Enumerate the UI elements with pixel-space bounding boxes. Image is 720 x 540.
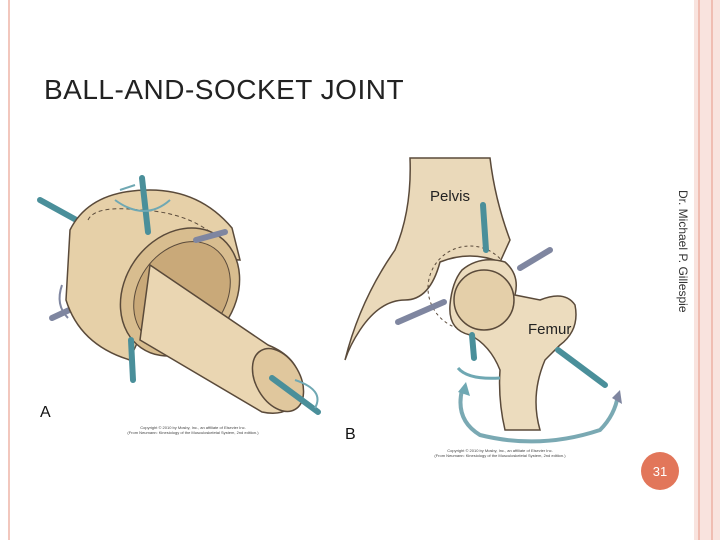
mechanical-model bbox=[37, 175, 321, 415]
rotation-arrow-top-head bbox=[119, 184, 136, 191]
axis-rod-gray-right bbox=[193, 229, 228, 243]
slide-number-badge: 31 bbox=[641, 452, 679, 490]
axis-rod-vertical-bottom bbox=[128, 337, 136, 383]
abduction-arrow bbox=[458, 389, 620, 444]
axis-rod-left bbox=[37, 197, 83, 225]
axis-rod-gray-hip-left bbox=[395, 299, 447, 325]
label-femur: Femur bbox=[528, 321, 572, 338]
socket-seam bbox=[87, 208, 221, 241]
abduction-arrow-head bbox=[612, 390, 622, 404]
slide-frame-right-line bbox=[698, 0, 700, 540]
axis-rod-shaft bbox=[269, 375, 321, 415]
author-credit: Dr. Michael P. Gillespie bbox=[676, 190, 690, 313]
copyright-a-line-2: (From Neumann: Kinesiology of the Muscul… bbox=[127, 430, 259, 435]
axis-rod-femur bbox=[555, 347, 608, 388]
panel-label-a: A bbox=[40, 404, 51, 421]
hip-joint-model bbox=[344, 157, 622, 444]
rotation-arrow-left bbox=[58, 284, 69, 319]
rotation-arrow-top bbox=[114, 199, 171, 212]
axis-rod-vertical-top bbox=[139, 175, 151, 235]
copyright-b-line-2: (From Neumann: Kinesiology of the Muscul… bbox=[434, 453, 566, 458]
copyright-b: Copyright © 2010 by Mosby, Inc., an affi… bbox=[420, 448, 580, 458]
abduction-arrow-tail-head bbox=[458, 382, 470, 396]
axis-rod-vertical-hip bbox=[480, 202, 489, 253]
slide-frame-left bbox=[8, 0, 10, 540]
copyright-a-line-1: Copyright © 2010 by Mosby, Inc., an affi… bbox=[140, 425, 246, 430]
rotation-arrow-shaft bbox=[294, 379, 319, 409]
slide-title: BALL-AND-SOCKET JOINT bbox=[44, 74, 405, 105]
femoral-head bbox=[453, 269, 515, 331]
copyright-b-line-1: Copyright © 2010 by Mosby, Inc., an affi… bbox=[447, 448, 553, 453]
axis-rod-vertical-hip-bottom bbox=[469, 332, 477, 361]
pelvis-bone bbox=[344, 157, 511, 361]
slide-frame-right-line-2 bbox=[711, 0, 713, 540]
axis-rod-gray-hip-right bbox=[517, 247, 553, 271]
rotation-arrow-hip bbox=[456, 366, 501, 380]
copyright-a: Copyright © 2010 by Mosby, Inc., an affi… bbox=[118, 425, 268, 435]
label-pelvis: Pelvis bbox=[430, 188, 471, 205]
panel-label-b: B bbox=[345, 426, 356, 443]
